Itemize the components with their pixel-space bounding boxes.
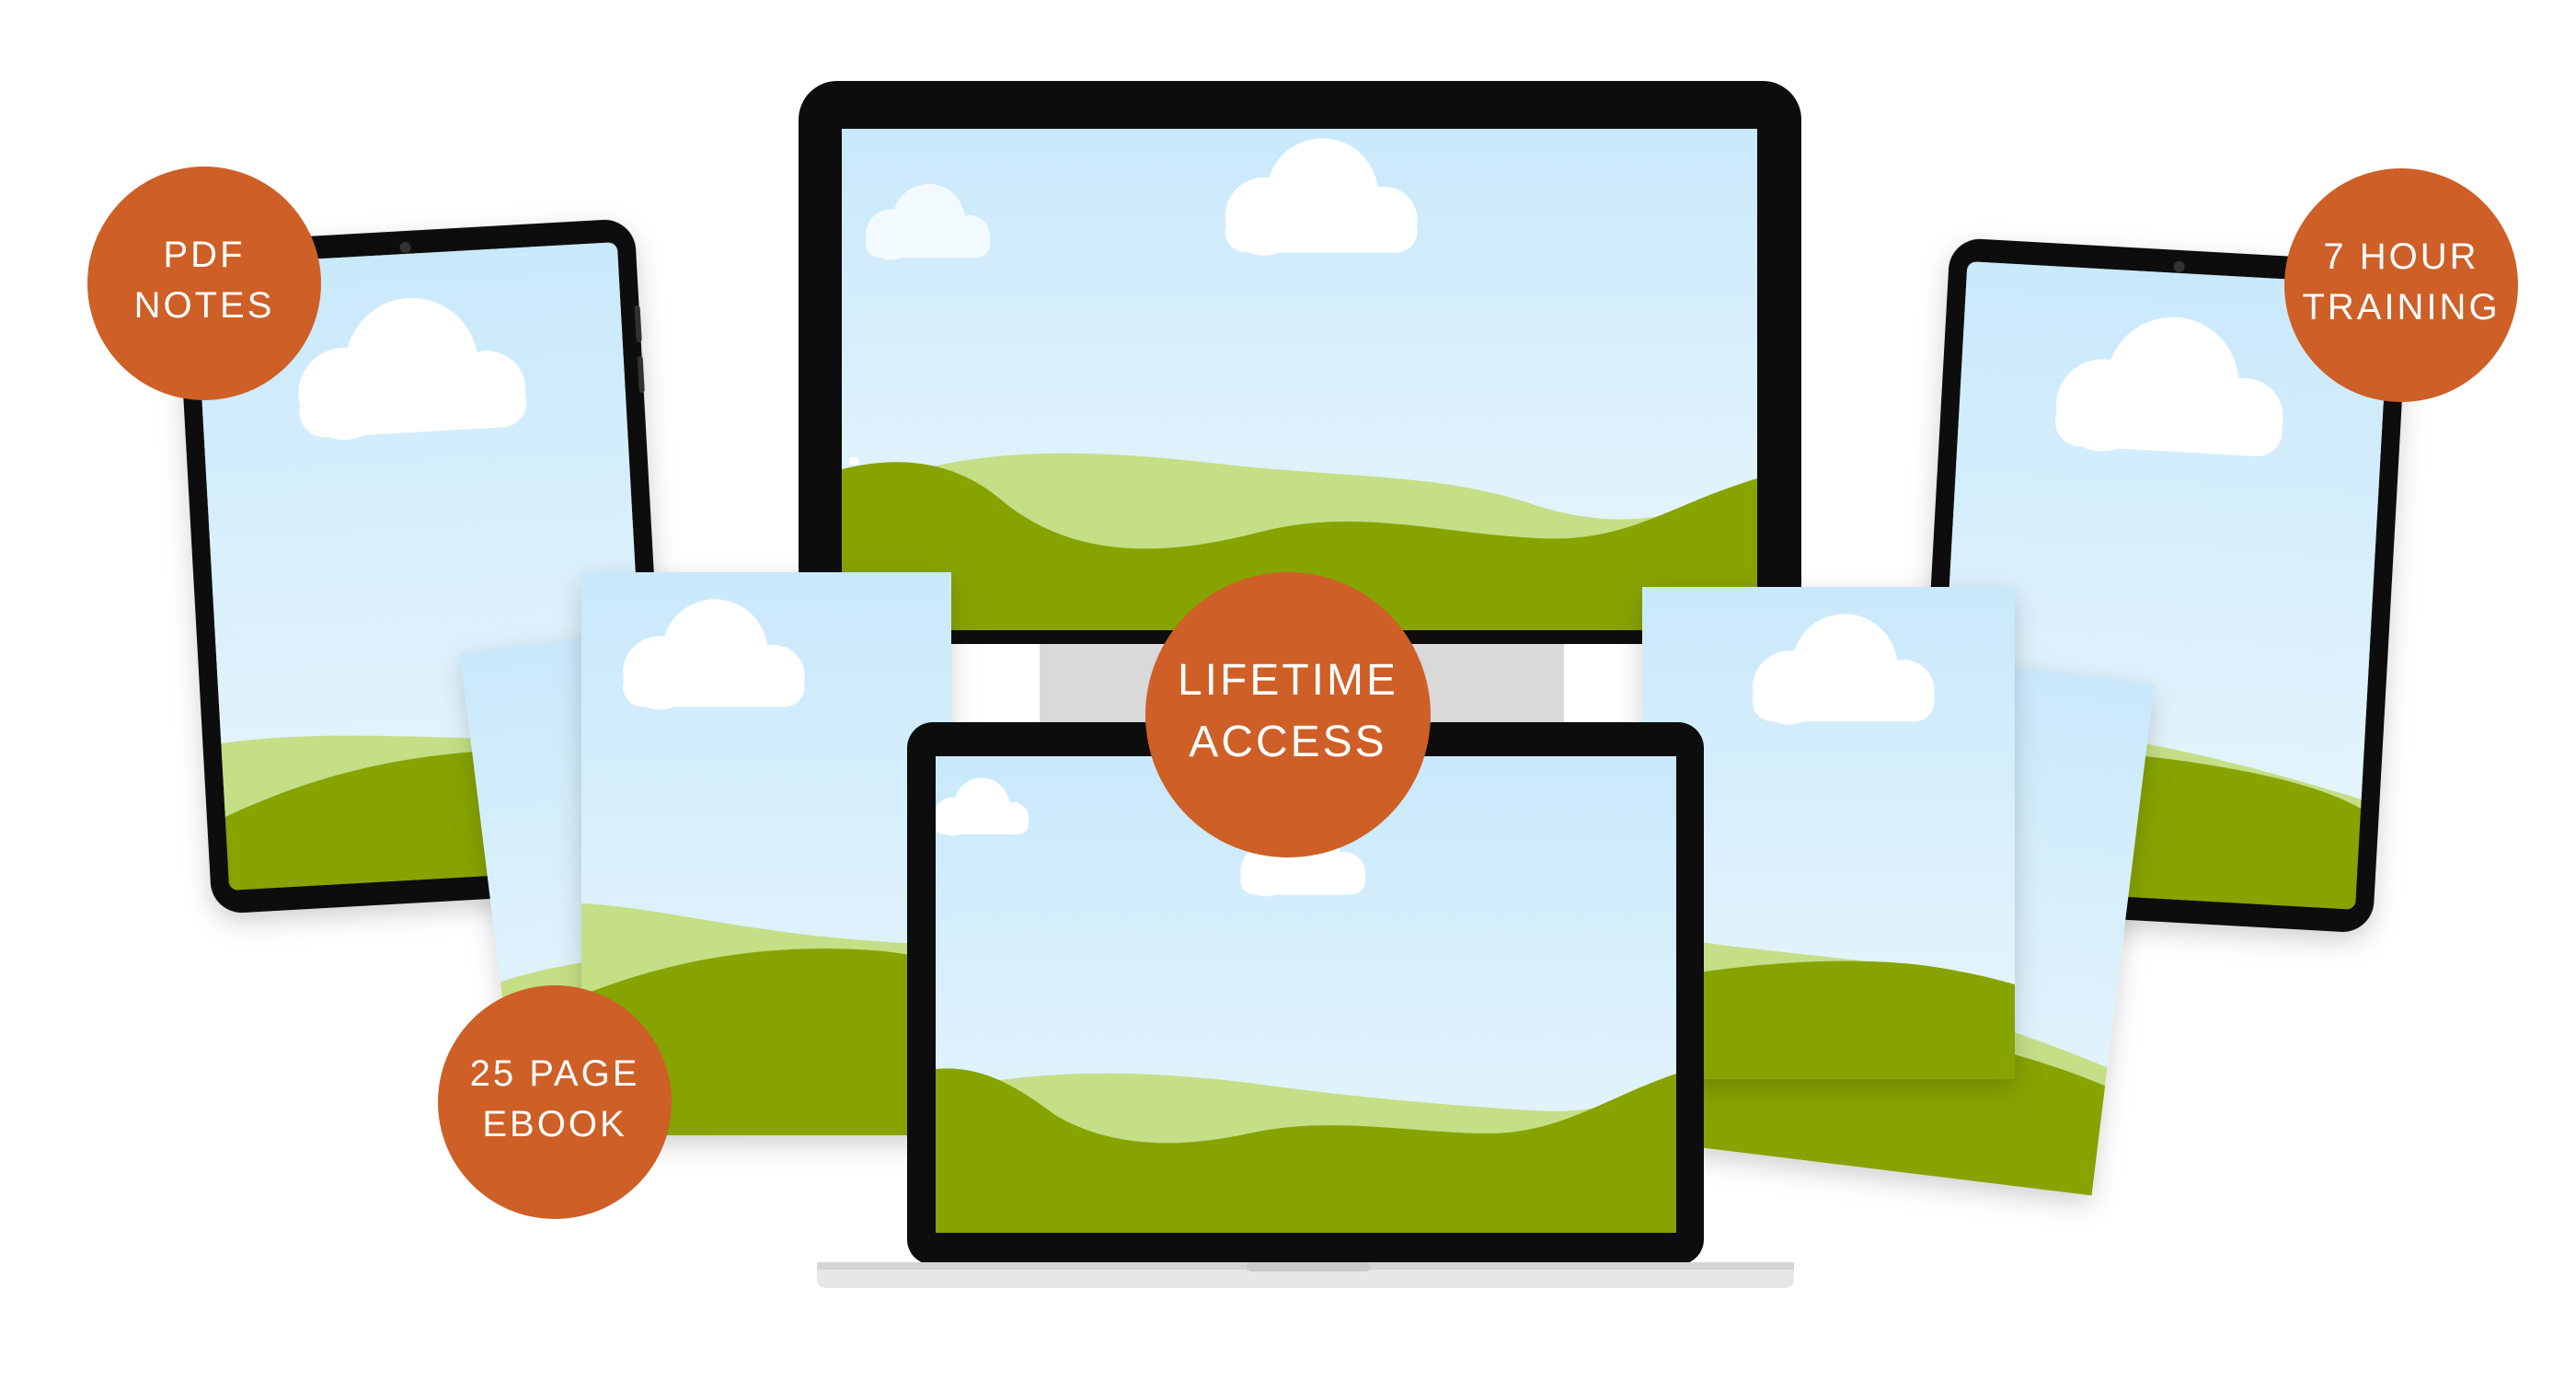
badge-lifetime-access: LIFETIME ACCESS (1145, 572, 1431, 857)
badge-pdf-notes-line1: PDF (164, 235, 246, 275)
badge-25-page-ebook: 25 PAGE EBOOK (438, 985, 672, 1219)
badge-pdf-notes: PDF NOTES (87, 167, 321, 400)
badge-lifetime-line1: LIFETIME (1178, 656, 1398, 705)
badge-7-hour-training: 7 HOUR TRAINING (2284, 168, 2518, 402)
badge-ebook-line2: EBOOK (482, 1104, 627, 1144)
badge-pdf-notes-line2: NOTES (134, 285, 275, 326)
badge-training-line2: TRAINING (2302, 287, 2500, 328)
badge-training-line1: 7 HOUR (2323, 236, 2478, 277)
badge-lifetime-line2: ACCESS (1189, 718, 1386, 766)
badge-ebook-line1: 25 PAGE (470, 1053, 640, 1094)
ebook-pages-right (1642, 587, 2155, 1196)
ebook-pages-left (460, 572, 951, 1135)
